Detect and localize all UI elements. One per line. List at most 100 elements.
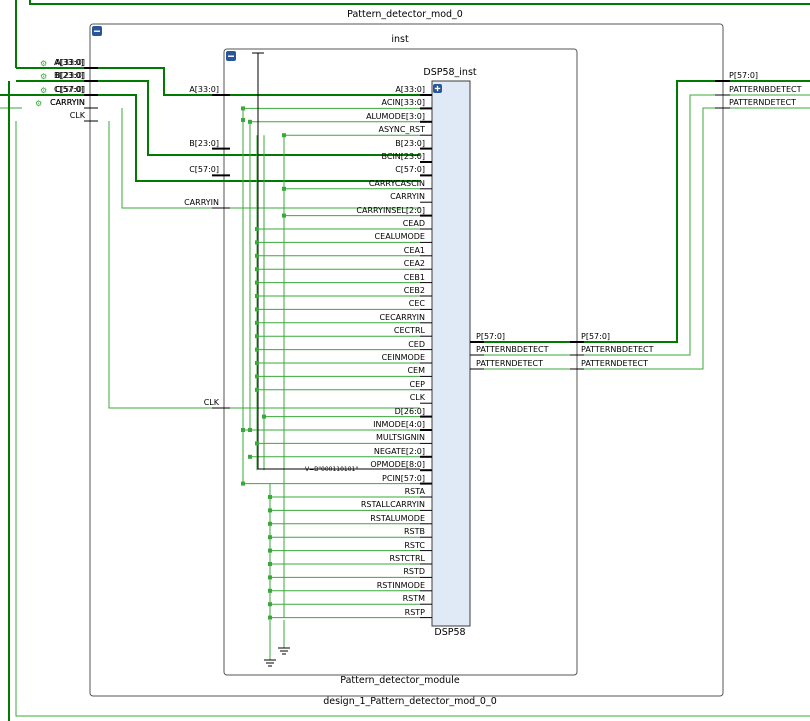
- ground-symbol-2[interactable]: [278, 647, 290, 655]
- module-port-clk: CLK: [69, 111, 85, 120]
- junction-dot: [255, 441, 259, 446]
- junction-dot: [241, 428, 245, 432]
- input-port-icon: ⚙: [40, 59, 47, 68]
- dsp-input-cead: CEAD: [402, 219, 425, 228]
- junction-dot: [255, 307, 259, 312]
- inst-out-port-p-57-0: P[57:0]: [581, 332, 611, 341]
- dsp-input-bcin-23-0: BCIN[23:0]: [381, 152, 425, 161]
- junction-dot: [268, 562, 272, 566]
- inst-collapse-icon[interactable]: [226, 51, 236, 61]
- junction-dot: [268, 602, 272, 607]
- dsp-input-ceb1: CEB1: [403, 272, 425, 282]
- junction-dot: [255, 320, 259, 325]
- dsp-input-cea2: CEA2: [403, 259, 425, 269]
- wire-top-bus[interactable]: [29, 0, 810, 5]
- outer-module-footer: design_1_Pattern_detector_mod_0_0: [323, 696, 497, 707]
- external-port-c-57-0: C[57:0]: [54, 85, 84, 94]
- dsp-input-pcin-57-0: PCIN[57:0]: [382, 473, 425, 483]
- dsp-input-carryinsel-2-0: CARRYINSEL[2:0]: [356, 205, 425, 215]
- dsp-input-rstalumode: RSTALUMODE: [370, 513, 425, 523]
- dsp-input-cecarryin: CECARRYIN: [379, 312, 425, 322]
- dsp-input-cea1: CEA1: [403, 245, 425, 255]
- dsp-output-patternbdetect: PATTERNBDETECT: [476, 345, 549, 354]
- opmode-wire[interactable]: [257, 61, 420, 470]
- junction-dot: [255, 374, 259, 379]
- wire-clk[interactable]: [108, 121, 420, 409]
- dsp-input-opmode-8-0: OPMODE[8:0]: [370, 460, 425, 470]
- outer-module-box[interactable]: [89, 23, 724, 697]
- outer-collapse-icon[interactable]: [92, 26, 102, 36]
- dsp-input-b-23-0: B[23:0]: [395, 138, 425, 148]
- input-port-icon: ⚙: [40, 86, 47, 95]
- wire-patterndetect-out[interactable]: [484, 107, 810, 370]
- external-port-a-33-0: A[33:0]: [54, 58, 84, 67]
- junction-dot: [282, 186, 286, 191]
- dsp-output-patterndetect: PATTERNDETECT: [476, 359, 544, 368]
- junction-dot: [255, 227, 259, 231]
- junction-dot: [268, 535, 272, 540]
- ground-symbol-1[interactable]: [264, 659, 276, 667]
- wire-clk-ext[interactable]: [15, 121, 810, 717]
- junction-dot: [268, 508, 272, 513]
- junction-dot: [282, 133, 286, 138]
- junction-dot: [255, 240, 259, 245]
- wire-p-out[interactable]: [484, 80, 810, 343]
- dsp-input-cealumode: CEALUMODE: [374, 232, 425, 242]
- junction-dot: [241, 481, 245, 486]
- junction-dot: [282, 213, 286, 218]
- dsp-input-acin-33-0: ACIN[33:0]: [381, 98, 425, 108]
- inst-out-port-patternbdetect: PATTERNBDETECT: [581, 345, 654, 354]
- junction-dot: [268, 495, 272, 499]
- dsp-input-d-26-0: D[26:0]: [394, 406, 425, 416]
- dsp-input-cep: CEP: [409, 379, 425, 389]
- junction-dot: [268, 615, 272, 620]
- junction-dot: [255, 387, 259, 392]
- module-out-port-p-57-0: P[57:0]: [729, 71, 759, 80]
- vcc-symbol[interactable]: [252, 52, 264, 61]
- junction-dot: [248, 119, 252, 124]
- dsp-input-alumode-3-0: ALUMODE[3:0]: [366, 111, 425, 121]
- junction-dot: [262, 414, 266, 419]
- dsp-input-cectrl: CECTRL: [393, 326, 425, 336]
- input-port-icon: ⚙: [35, 99, 42, 108]
- junction-dot: [255, 334, 259, 339]
- dsp-input-rstp: RSTP: [404, 607, 425, 617]
- inst-port-a-33-0: A[33:0]: [189, 85, 219, 94]
- junction-dot: [268, 588, 272, 593]
- dsp-input-ced: CED: [408, 339, 425, 349]
- junction-dot: [255, 280, 259, 285]
- wire-carryin[interactable]: [121, 108, 420, 209]
- input-port-icon: ⚙: [40, 72, 47, 81]
- external-port-b-23-0: B[23:0]: [54, 71, 84, 80]
- dsp-input-a-33-0: A[33:0]: [395, 85, 425, 94]
- dsp-input-cem: CEM: [407, 366, 425, 376]
- wire-c-bus[interactable]: [0, 94, 420, 182]
- junction-dot: [241, 106, 245, 111]
- module-port-b-23-0: B[23:0]: [55, 71, 85, 80]
- dsp58-block[interactable]: [431, 80, 471, 627]
- inst-title: inst: [391, 34, 409, 45]
- dsp-input-multsignin: MULTSIGNIN: [376, 433, 425, 443]
- module-port-carryin: CARRYIN: [50, 98, 85, 107]
- inst-footer: Pattern_detector_module: [340, 675, 460, 686]
- dsp-expand-icon[interactable]: [433, 84, 442, 93]
- inst-box[interactable]: [223, 48, 578, 676]
- dsp-input-ceb2: CEB2: [403, 286, 425, 295]
- dsp-title: DSP58_inst: [423, 67, 477, 78]
- dsp-output-p-57-0: P[57:0]: [476, 332, 506, 341]
- dsp-input-rstinmode: RSTINMODE: [376, 580, 425, 590]
- wire-patternbdetect-out[interactable]: [484, 94, 810, 356]
- junction-dot: [248, 454, 252, 459]
- dsp-input-carrycascin: CARRYCASCIN: [368, 178, 425, 188]
- inst-port-c-57-0: C[57:0]: [189, 165, 219, 175]
- dsp-input-negate-2-0: NEGATE[2:0]: [373, 446, 425, 456]
- dsp-input-rstc: RSTC: [404, 540, 425, 550]
- junction-dot: [268, 575, 272, 580]
- outer-module-title: Pattern_detector_mod_0: [347, 9, 463, 20]
- junction-dot: [255, 347, 259, 352]
- dsp-input-inmode-4-0: INMODE[4:0]: [373, 420, 425, 429]
- dsp-input-ceinmode: CEINMODE: [381, 353, 425, 362]
- inst-port-clk: CLK: [203, 398, 219, 407]
- junction-dot: [268, 548, 272, 553]
